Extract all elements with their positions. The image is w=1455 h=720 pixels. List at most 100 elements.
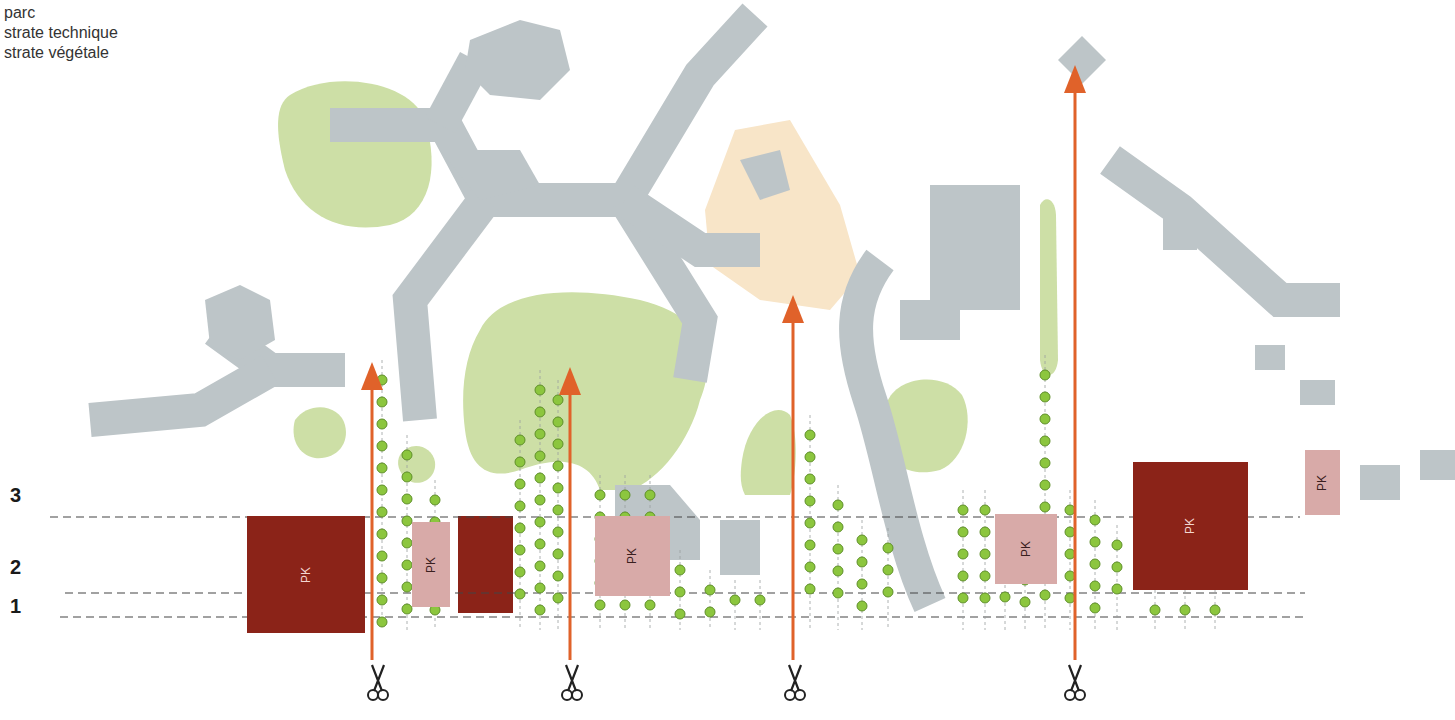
tree-dot [402,450,412,460]
tree-dot [675,587,685,597]
tree-dot [958,549,968,559]
tree-dot [515,501,525,511]
tree-dot [805,518,815,528]
tree-dot [958,571,968,581]
parking-box: PK [412,522,450,607]
tree-dot [833,588,843,598]
tree-dot [535,539,545,549]
tree-dot [857,601,867,611]
tree-dot [402,516,412,526]
tree-dot [980,505,990,515]
tree-dot [1040,392,1050,402]
parking-label: PK [1019,541,1033,557]
parking-label: PK [1183,518,1197,534]
tree-dot [553,461,563,471]
scissors-symbol [1065,665,1085,700]
tree-dot [1000,592,1010,602]
tree-dot [535,583,545,593]
tree-dot [535,429,545,439]
tree-dot [1112,540,1122,550]
tree-dot [1040,590,1050,600]
tree-dot [755,595,765,605]
tree-dot [1090,603,1100,613]
tree-dot [805,430,815,440]
scissors-symbols [368,665,1085,700]
tree-dot [833,566,843,576]
scissors-symbol [368,665,388,700]
tree-dot [402,560,412,570]
tree-dot [553,417,563,427]
tree-dot [553,439,563,449]
tree-dot [883,543,893,553]
tree-dot [553,571,563,581]
tree-dot [1112,562,1122,572]
scissors-symbol [562,665,582,700]
tree-dot [377,419,387,429]
tree-dot [705,585,715,595]
tree-dot [833,500,843,510]
tree-dot [1090,537,1100,547]
plaza-area [705,120,860,310]
tree-dot [958,593,968,603]
tree-dot [430,495,440,505]
scissors-symbol [785,665,805,700]
tree-dot [515,435,525,445]
tree-dot [883,565,893,575]
tree-dot [805,496,815,506]
tree-dot [958,505,968,515]
tree-dot [377,441,387,451]
tree-dot [377,617,387,627]
tree-dot [805,452,815,462]
tree-dot [805,584,815,594]
tree-dot [553,483,563,493]
tree-dot [535,473,545,483]
tree-dot [1040,414,1050,424]
tree-dot [535,495,545,505]
tree-dot [535,605,545,615]
tree-dot [553,505,563,515]
parking-box: PK [1133,462,1248,590]
tree-dot [377,573,387,583]
parking-box: PK [1305,450,1340,515]
tree-dot [958,527,968,537]
tree-dot [377,551,387,561]
tree-dot [595,600,605,610]
parking-box: PK [995,514,1057,584]
tree-dot [1040,458,1050,468]
tree-dot [805,474,815,484]
tree-dot [595,490,605,500]
axis-arrows [361,65,1086,660]
buildings [205,20,1455,575]
tree-dot [515,479,525,489]
tree-dot [833,544,843,554]
tree-dot [1210,605,1220,615]
tree-dot [377,529,387,539]
tree-dot [805,540,815,550]
tree-dot [377,397,387,407]
tree-dot [620,490,630,500]
tree-dot [980,571,990,581]
tree-dot [645,490,655,500]
parking-label: PK [299,566,313,582]
tree-dot [553,395,563,405]
parking-box: PK [247,516,365,633]
tree-dot [1180,605,1190,615]
tree-dot [515,589,525,599]
tree-dot [1040,436,1050,446]
tree-dot [402,494,412,504]
tree-dot [857,557,867,567]
parking-label: PK [424,556,438,572]
tree-dot [883,587,893,597]
tree-dot [833,522,843,532]
tree-dot [553,549,563,559]
stratum-number: 2 [10,556,21,579]
tree-dot [1090,559,1100,569]
tree-dot [1112,584,1122,594]
tree-dot [620,600,630,610]
tree-dot [980,549,990,559]
tree-dot [857,579,867,589]
tree-dot [1040,502,1050,512]
tree-dot [377,595,387,605]
tree-dot [675,565,685,575]
